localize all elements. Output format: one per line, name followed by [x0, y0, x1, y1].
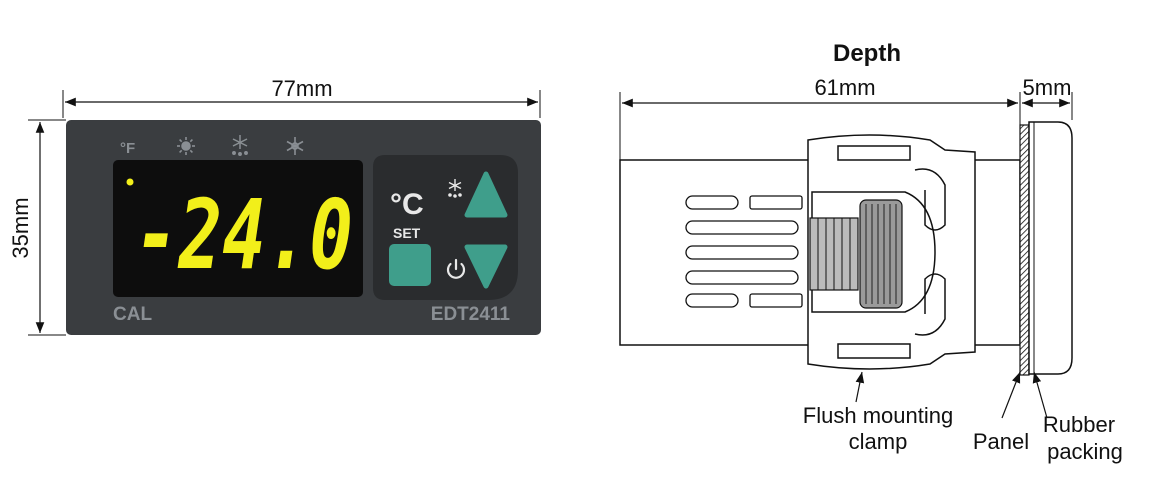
depth-label: 61mm: [814, 75, 875, 100]
power-icon: [446, 258, 466, 279]
led-display: [113, 160, 363, 297]
defrost-icon: [448, 179, 462, 198]
rubber-label-line1: Rubber: [1043, 412, 1115, 437]
sun-icon: [177, 137, 195, 155]
arrow-up-icon[interactable]: [464, 171, 508, 218]
height-label: 35mm: [8, 197, 33, 258]
leader-lines: [855, 371, 1048, 419]
clamp-label-line2: clamp: [849, 429, 908, 454]
rubber-label-line2: packing: [1047, 439, 1123, 464]
panel: [1019, 124, 1030, 376]
panel-label: Panel: [973, 429, 1029, 454]
led-indicator-dot: [126, 178, 134, 186]
flush-mounting-clamp: [807, 134, 976, 370]
snowflake-icon: [286, 137, 304, 155]
front-view: 77mm 35mm °F -24.0: [8, 76, 541, 336]
set-label: SET: [393, 225, 421, 241]
unit-label: °F: [120, 140, 135, 157]
defrost-icon: [232, 135, 248, 156]
brand-right: EDT2411: [431, 304, 511, 325]
width-dimension: 77mm: [62, 76, 541, 118]
arrow-down-icon[interactable]: [464, 244, 508, 289]
clamp-label-line1: Flush mounting: [803, 403, 953, 428]
depth-title: Depth: [833, 40, 901, 67]
display-value: -24.0: [135, 179, 353, 291]
celsius-label: °C: [390, 188, 424, 221]
set-button[interactable]: [389, 244, 431, 286]
brand-left: CAL: [113, 304, 152, 325]
height-dimension: 35mm: [8, 119, 66, 336]
width-label: 77mm: [271, 76, 332, 101]
depth-dimension: 61mm 5mm: [619, 75, 1073, 160]
ventilation-slots: [685, 195, 803, 308]
rubber-packing: [1028, 121, 1073, 375]
side-view: Depth 61mm 5mm: [619, 40, 1123, 464]
thickness-label: 5mm: [1023, 75, 1072, 100]
